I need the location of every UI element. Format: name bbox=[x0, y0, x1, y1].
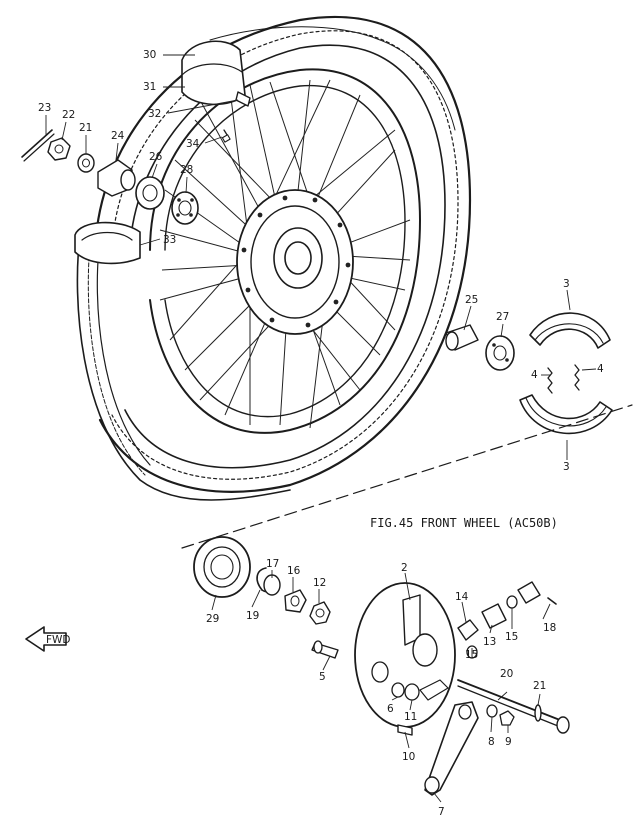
callout-17: 17 bbox=[266, 558, 279, 570]
brake-shoes bbox=[519, 312, 613, 435]
callout-19: 19 bbox=[246, 610, 259, 622]
callout-2: 2 bbox=[401, 562, 408, 574]
callout-6: 6 bbox=[387, 703, 394, 715]
callout-20: 20 bbox=[500, 668, 513, 680]
callout-22: 22 bbox=[62, 109, 75, 121]
callout-29: 29 bbox=[206, 613, 219, 625]
leader-lines bbox=[45, 54, 597, 803]
callout-25: 25 bbox=[465, 294, 478, 306]
callout-13: 13 bbox=[483, 636, 496, 648]
callout-32: 32 bbox=[148, 108, 161, 120]
callout-12: 12 bbox=[313, 577, 326, 589]
callout-33: 33 bbox=[163, 234, 176, 246]
tube-cutaway bbox=[181, 40, 251, 107]
callout-3-lower: 3 bbox=[563, 461, 570, 473]
brake-panel bbox=[354, 582, 456, 728]
callout-3-upper: 3 bbox=[563, 278, 570, 290]
brake-cam-parts bbox=[311, 581, 570, 796]
callout-26: 26 bbox=[149, 151, 163, 163]
callout-27: 27 bbox=[496, 311, 509, 323]
callout-28: 28 bbox=[180, 164, 193, 176]
callout-8: 8 bbox=[488, 736, 495, 748]
callout-21: 21 bbox=[79, 122, 92, 134]
callout-23: 23 bbox=[38, 102, 51, 114]
callout-18: 18 bbox=[543, 622, 556, 634]
callout-labels: 30 31 32 34 23 22 21 24 26 28 33 25 27 3… bbox=[38, 49, 604, 818]
callout-4-left: 4 bbox=[531, 369, 538, 381]
callout-10: 10 bbox=[402, 751, 415, 763]
callout-15-left: 15 bbox=[465, 649, 478, 661]
callout-9: 9 bbox=[505, 736, 512, 748]
callout-7: 7 bbox=[438, 806, 445, 818]
tire-section-cutaway bbox=[74, 221, 141, 265]
callout-5: 5 bbox=[319, 671, 326, 683]
callout-4-right: 4 bbox=[597, 363, 604, 375]
callout-16: 16 bbox=[287, 565, 301, 577]
callout-24: 24 bbox=[111, 130, 125, 142]
callout-30: 30 bbox=[143, 49, 156, 61]
wheel-hub bbox=[236, 189, 354, 335]
forward-direction-arrow: FWD bbox=[25, 626, 71, 652]
callout-21-lower: 21 bbox=[533, 680, 546, 692]
callout-31: 31 bbox=[143, 81, 156, 93]
axle-right-parts bbox=[445, 324, 515, 371]
brake-panel-small-parts bbox=[193, 536, 331, 625]
callout-15-right: 15 bbox=[505, 631, 518, 643]
callout-34: 34 bbox=[186, 138, 200, 150]
callout-14: 14 bbox=[455, 591, 469, 603]
callout-11: 11 bbox=[404, 711, 417, 723]
section-divider bbox=[181, 404, 633, 549]
figure-title: FIG.45 FRONT WHEEL (AC50B) bbox=[370, 516, 558, 530]
axle-left-parts bbox=[21, 129, 231, 225]
fwd-label: FWD bbox=[46, 634, 71, 646]
